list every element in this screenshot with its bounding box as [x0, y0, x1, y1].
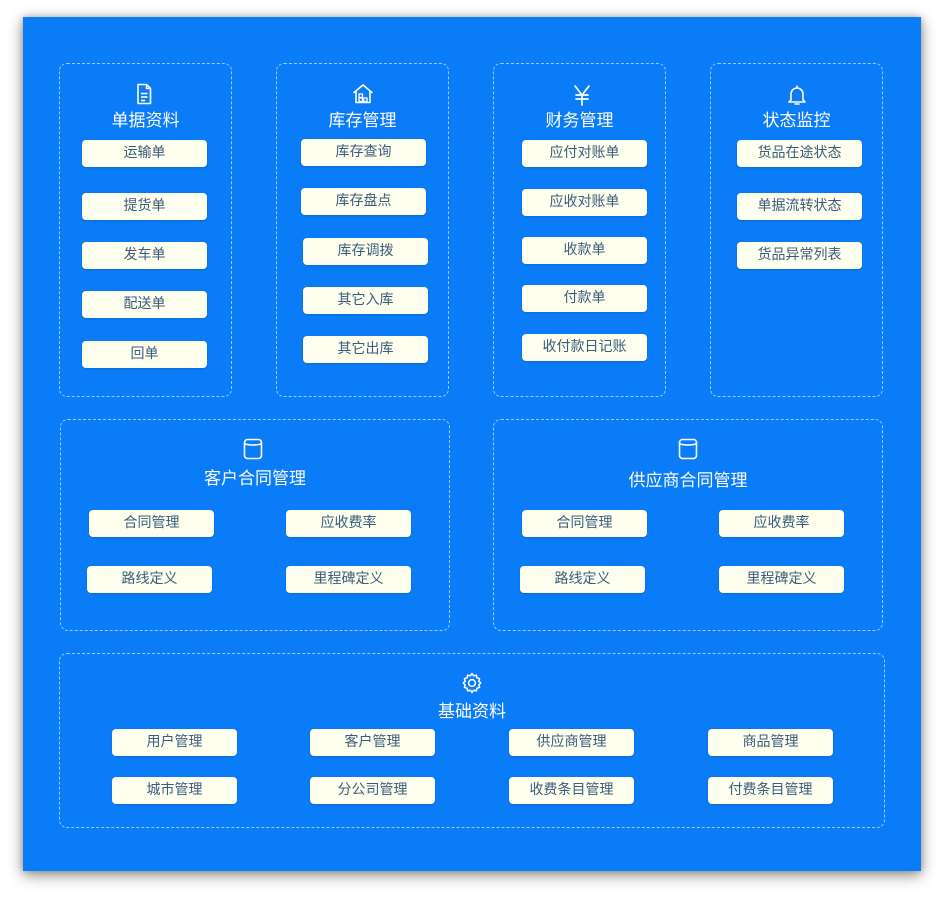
item-document-flow[interactable]: 单据流转状态 — [737, 193, 862, 220]
yen-icon — [574, 85, 590, 106]
item-receipt[interactable]: 回单 — [82, 341, 207, 368]
item-stock-count[interactable]: 库存盘点 — [301, 188, 426, 215]
group-basic: 基础资料 用户管理 客户管理 供应商管理 商品管理 城市管理 分公司管理 收费条… — [59, 653, 885, 828]
item-receivable-rate[interactable]: 应收费率 — [719, 510, 844, 537]
document-icon — [137, 83, 152, 105]
group-title: 供应商合同管理 — [628, 471, 748, 491]
group-customer-contract: 客户合同管理 合同管理 应收费率 路线定义 里程碑定义 — [60, 419, 450, 631]
item-stock-query[interactable]: 库存查询 — [301, 139, 426, 166]
item-dispatch-order[interactable]: 发车单 — [82, 242, 207, 269]
item-customer-management[interactable]: 客户管理 — [310, 729, 435, 756]
item-receivable-statement[interactable]: 应收对账单 — [522, 189, 647, 216]
item-goods-exceptions[interactable]: 货品异常列表 — [737, 242, 862, 269]
group-monitor: 状态监控 货品在途状态 单据流转状态 货品异常列表 — [710, 63, 883, 397]
group-finance: 财务管理 应付对账单 应收对账单 收款单 付款单 收付款日记账 — [493, 63, 666, 397]
item-payment-receipt[interactable]: 付款单 — [522, 285, 647, 312]
item-route-definition[interactable]: 路线定义 — [520, 566, 645, 593]
item-product-management[interactable]: 商品管理 — [708, 729, 833, 756]
group-supplier-contract: 供应商合同管理 合同管理 应收费率 路线定义 里程碑定义 — [493, 419, 883, 631]
item-transport-order[interactable]: 运输单 — [82, 140, 207, 167]
item-contract-management[interactable]: 合同管理 — [522, 510, 647, 537]
item-collection-receipt[interactable]: 收款单 — [522, 237, 647, 264]
item-route-definition[interactable]: 路线定义 — [87, 566, 212, 593]
item-milestone-definition[interactable]: 里程碑定义 — [286, 566, 411, 593]
item-goods-in-transit[interactable]: 货品在途状态 — [737, 140, 862, 167]
group-inventory: 库存管理 库存查询 库存盘点 库存调拨 其它入库 其它出库 — [276, 63, 449, 397]
group-title: 单据资料 — [111, 111, 180, 131]
item-contract-management[interactable]: 合同管理 — [89, 510, 214, 537]
cylinder-icon — [243, 438, 263, 460]
warehouse-icon — [353, 84, 373, 104]
group-title: 客户合同管理 — [204, 469, 306, 489]
group-title: 状态监控 — [762, 111, 831, 131]
item-payment-item-management[interactable]: 付费条目管理 — [708, 777, 833, 804]
item-user-management[interactable]: 用户管理 — [112, 729, 237, 756]
item-charge-item-management[interactable]: 收费条目管理 — [509, 777, 634, 804]
bell-icon — [788, 85, 806, 105]
item-stock-transfer[interactable]: 库存调拨 — [303, 238, 428, 265]
item-supplier-management[interactable]: 供应商管理 — [509, 729, 634, 756]
item-city-management[interactable]: 城市管理 — [112, 777, 237, 804]
group-title: 财务管理 — [545, 111, 614, 131]
group-documents: 单据资料 运输单 提货单 发车单 配送单 回单 — [59, 63, 232, 397]
item-branch-management[interactable]: 分公司管理 — [310, 777, 435, 804]
group-title: 库存管理 — [328, 111, 397, 131]
item-other-outbound[interactable]: 其它出库 — [303, 336, 428, 363]
cylinder-icon — [678, 438, 698, 460]
gear-icon — [462, 672, 482, 694]
item-delivery-order[interactable]: 配送单 — [82, 291, 207, 318]
item-cash-journal[interactable]: 收付款日记账 — [522, 334, 647, 361]
item-pickup-order[interactable]: 提货单 — [82, 193, 207, 220]
item-other-inbound[interactable]: 其它入库 — [303, 287, 428, 314]
item-payable-statement[interactable]: 应付对账单 — [522, 140, 647, 167]
item-receivable-rate[interactable]: 应收费率 — [286, 510, 411, 537]
group-title: 基础资料 — [438, 702, 506, 722]
item-milestone-definition[interactable]: 里程碑定义 — [719, 566, 844, 593]
